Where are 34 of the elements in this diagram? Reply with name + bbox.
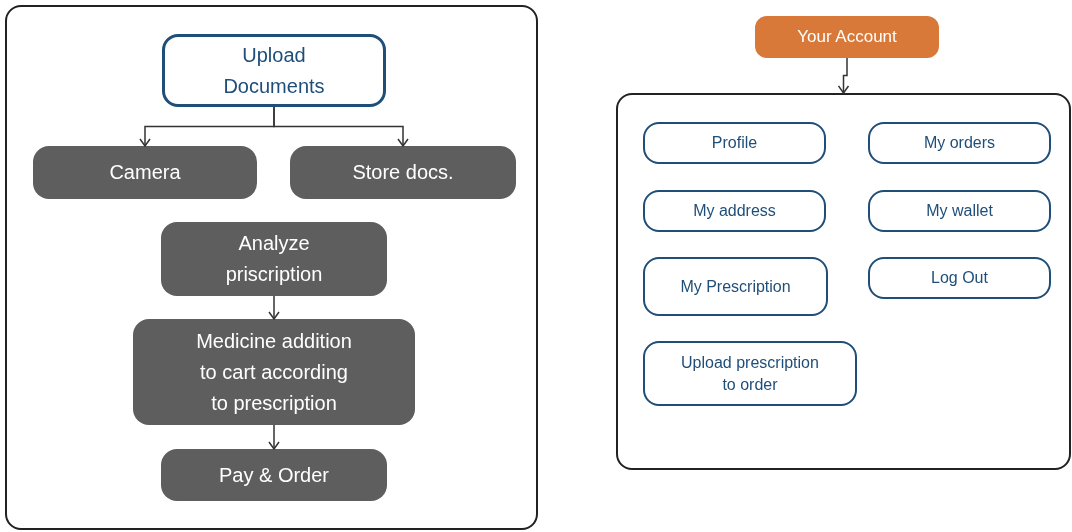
node-label: My orders <box>923 133 996 153</box>
process-box <box>290 146 516 199</box>
process-box <box>162 34 386 107</box>
node-label: Camera <box>109 160 181 185</box>
node-label: Upload prescription to order <box>680 352 820 395</box>
arrow <box>268 295 280 320</box>
process-box <box>161 222 387 296</box>
node-label: Profile <box>711 133 758 153</box>
arrow <box>273 106 409 147</box>
node-label: My Prescription <box>680 276 791 297</box>
menu-box <box>643 341 857 406</box>
node-label: Your Account <box>797 26 897 49</box>
node-label: Log Out <box>931 268 988 288</box>
node-label: My address <box>693 201 776 221</box>
menu-box <box>643 122 826 164</box>
node-label: My wallet <box>926 201 993 221</box>
arrow <box>268 424 280 450</box>
menu-box <box>868 190 1051 232</box>
process-box <box>161 449 387 501</box>
header-box <box>755 16 939 58</box>
node-label: Medicine addition to cart according to prescription <box>195 328 353 416</box>
arrow <box>837 57 850 94</box>
node-label: Store docs. <box>352 160 454 185</box>
menu-box <box>643 257 828 316</box>
menu-box <box>868 257 1051 299</box>
node-label: Upload Documents <box>222 42 326 99</box>
menu-box <box>643 190 826 232</box>
menu-box <box>868 122 1051 164</box>
container-box <box>5 5 538 530</box>
container-box <box>616 93 1071 470</box>
process-box <box>33 146 257 199</box>
node-label: Pay & Order <box>218 462 329 488</box>
node-label: Analyze priscription <box>224 231 324 287</box>
process-box <box>133 319 415 425</box>
